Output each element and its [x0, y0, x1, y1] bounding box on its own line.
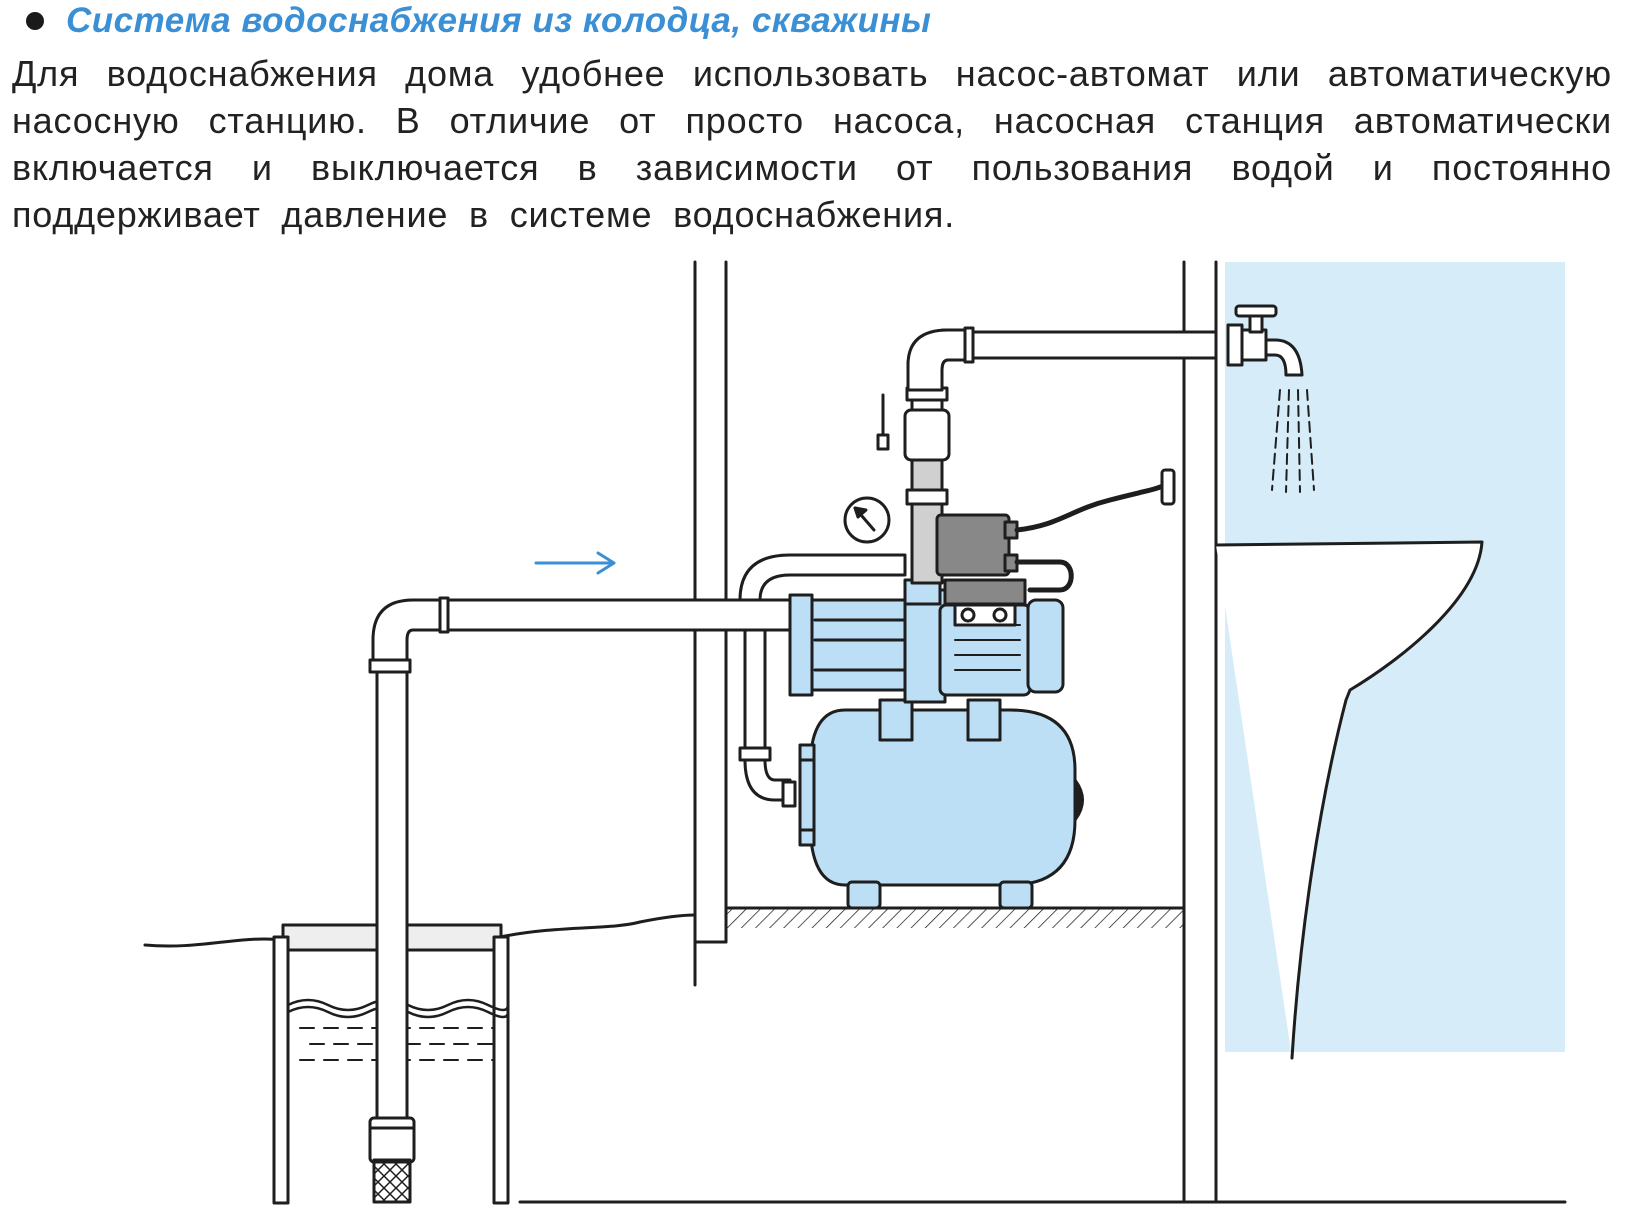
- ground-line: [143, 913, 697, 948]
- supply-pipe: [906, 326, 1218, 392]
- house-wall-right: [1182, 260, 1218, 1204]
- bullet-icon: [26, 12, 44, 30]
- pump-unit: [788, 578, 1065, 704]
- floor: [518, 906, 1567, 1204]
- pressure-tank: [798, 698, 1084, 910]
- power-cable: [1014, 482, 1168, 533]
- tank-feed-pipe: [743, 628, 792, 802]
- suction-pipe: [368, 658, 416, 1204]
- pressure-switch: [935, 513, 1011, 577]
- motor-cable: [1014, 559, 1074, 593]
- sink: [1214, 540, 1484, 1060]
- section-heading: Система водоснабжения из колодца, скважи…: [26, 0, 931, 42]
- bypass-pipe: [738, 553, 907, 602]
- wall-socket: [1160, 468, 1176, 506]
- gauge-icon: [843, 496, 891, 544]
- description-paragraph: Для водоснабжения дома удобнее использов…: [12, 53, 1612, 235]
- horizontal-pipe: [368, 596, 795, 674]
- heading-title: Система водоснабжения из колодца, скважи…: [66, 1, 932, 40]
- arrow-right-icon: [534, 551, 616, 575]
- faucet-icon: [1226, 304, 1315, 493]
